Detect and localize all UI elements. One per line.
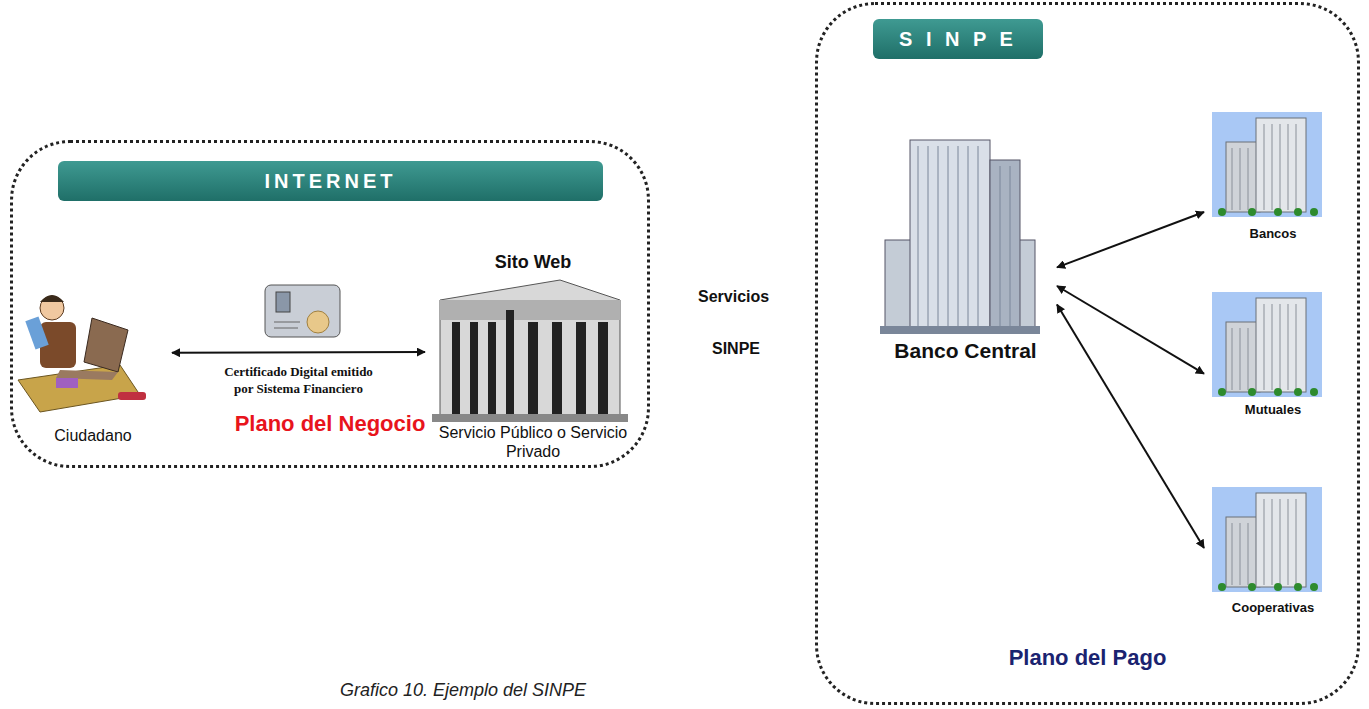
connector-arrow	[1057, 305, 1204, 548]
payment-plane-region: Plano del Pago S I N P E Banco Central Banc…	[815, 2, 1360, 705]
node-text: INTERNET	[265, 170, 397, 193]
business-plane-region: Plano del NegocioINTERNETCiudadanoSito W…	[10, 140, 650, 468]
node-text: Sito Web	[425, 251, 641, 273]
node-text: Mutuales	[1204, 402, 1342, 418]
certificate-card	[265, 285, 340, 337]
figure-caption: Grafico 10. Ejemplo del SINPE	[340, 680, 586, 701]
service-label: Servicios	[698, 288, 769, 306]
node-text: Banco Central	[874, 340, 1057, 362]
node-text: Cooperativas	[1204, 600, 1342, 616]
service-label: SINPE	[712, 340, 760, 358]
website-node: Sito WebServicio Público o Servicio Priv…	[425, 251, 641, 466]
institution-node: Cooperativas	[1204, 485, 1342, 635]
node-text: Bancos	[1204, 226, 1342, 242]
region-header-band: S I N P E	[873, 19, 1043, 59]
citizen-icon	[18, 295, 146, 412]
node-text: Plano del Pago	[818, 645, 1357, 671]
region-header-band: INTERNET	[58, 161, 603, 201]
central-bank-node: Banco Central	[874, 100, 1057, 410]
node-text: Ciudadano	[14, 426, 172, 445]
institution-node: Mutuales	[1204, 290, 1342, 445]
website-building	[432, 280, 628, 422]
node-text: S I N P E	[899, 28, 1017, 51]
edge-label: Certificado Digital emitido por Sistema …	[214, 363, 384, 397]
institution-node: Bancos	[1204, 110, 1342, 280]
connector-arrow	[172, 351, 425, 354]
bank-buildings	[1212, 112, 1322, 592]
central-bank-building	[880, 140, 1040, 334]
node-text: Servicio Público o Servicio Privado	[425, 423, 641, 461]
connector-arrow	[1057, 212, 1204, 267]
citizen-node: Ciudadano	[14, 288, 172, 463]
connector-arrow	[1057, 286, 1204, 374]
